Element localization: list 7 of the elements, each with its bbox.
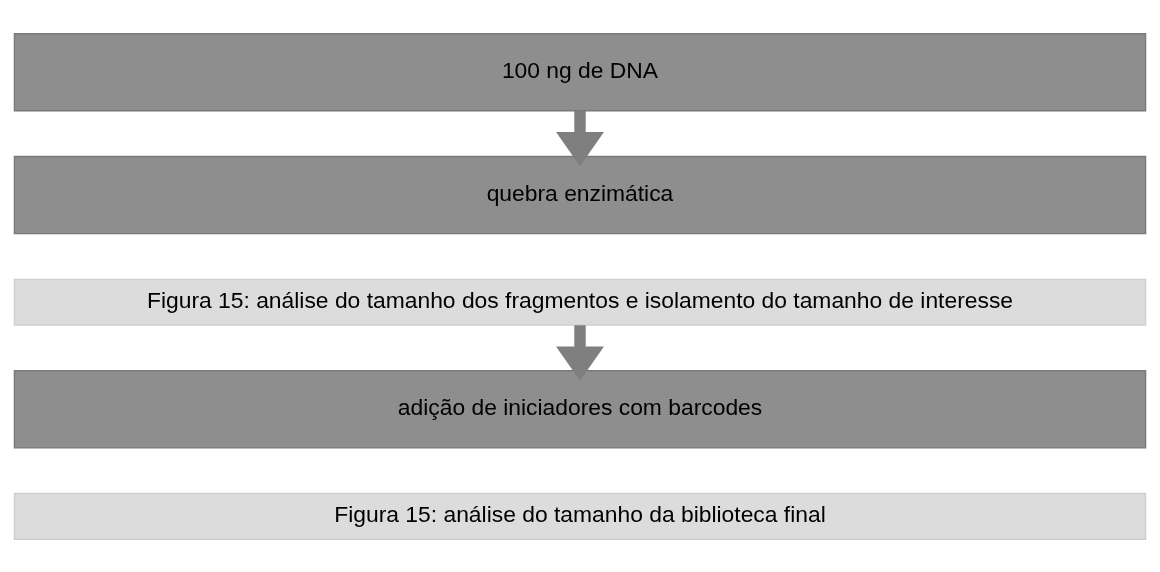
node-box: Figura 15: análise do tamanho dos fragmentos e isolamento do tamanho de interesse <box>13 278 1147 326</box>
arrow <box>556 324 604 381</box>
node-box: quebra enzimática <box>13 155 1147 234</box>
node-box: adição de iniciadores com barcodes <box>13 369 1147 449</box>
node-box: Figura 15: análise do tamanho da biblioteca final <box>13 492 1147 540</box>
arrow <box>556 110 604 166</box>
node-box: 100 ng de DNA <box>13 32 1147 112</box>
